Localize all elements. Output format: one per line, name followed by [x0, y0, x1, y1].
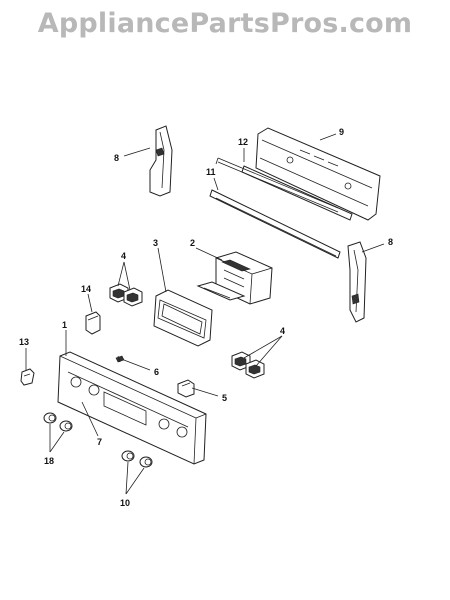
callout-18: 18: [44, 456, 54, 466]
part-6-screw: [115, 355, 125, 363]
callout-13: 13: [19, 337, 29, 347]
part-8-left-bracket: [149, 125, 173, 197]
part-5-clip: [177, 379, 195, 398]
part-9-rear-panel: [241, 127, 381, 221]
callout-7: 7: [97, 437, 102, 447]
callout-5: 5: [222, 393, 227, 403]
callout-14: 14: [81, 284, 91, 294]
site-watermark: AppliancePartsPros.com: [37, 8, 413, 39]
callout-6: 6: [154, 367, 159, 377]
part-1-control-panel: [57, 351, 207, 465]
callout-8-left: 8: [114, 153, 119, 163]
part-11-trim: [209, 189, 341, 259]
part-14-pushbutton: [85, 311, 101, 335]
part-4-switches-upper: [109, 283, 143, 307]
part-12-gasket: [215, 157, 339, 213]
part-4-switches-lower: [231, 351, 265, 379]
part-2-control-board: [196, 251, 273, 305]
callout-3: 3: [153, 238, 158, 248]
callout-2: 2: [190, 238, 195, 248]
callout-8-right: 8: [388, 237, 393, 247]
part-8-right-bracket: [347, 241, 367, 323]
callout-11: 11: [206, 167, 216, 177]
callout-12: 12: [238, 137, 248, 147]
leader-lines: [25, 133, 385, 495]
callout-4-upper: 4: [121, 251, 126, 261]
part-3-display-overlay: [153, 289, 213, 347]
callout-4-lower: 4: [280, 326, 285, 336]
callout-1: 1: [62, 320, 67, 330]
callout-10: 10: [120, 498, 130, 508]
part-13-sensor: [20, 368, 35, 386]
part-10-knobs: [121, 450, 153, 468]
part-18-knobs: [43, 412, 73, 432]
callout-9: 9: [339, 127, 344, 137]
